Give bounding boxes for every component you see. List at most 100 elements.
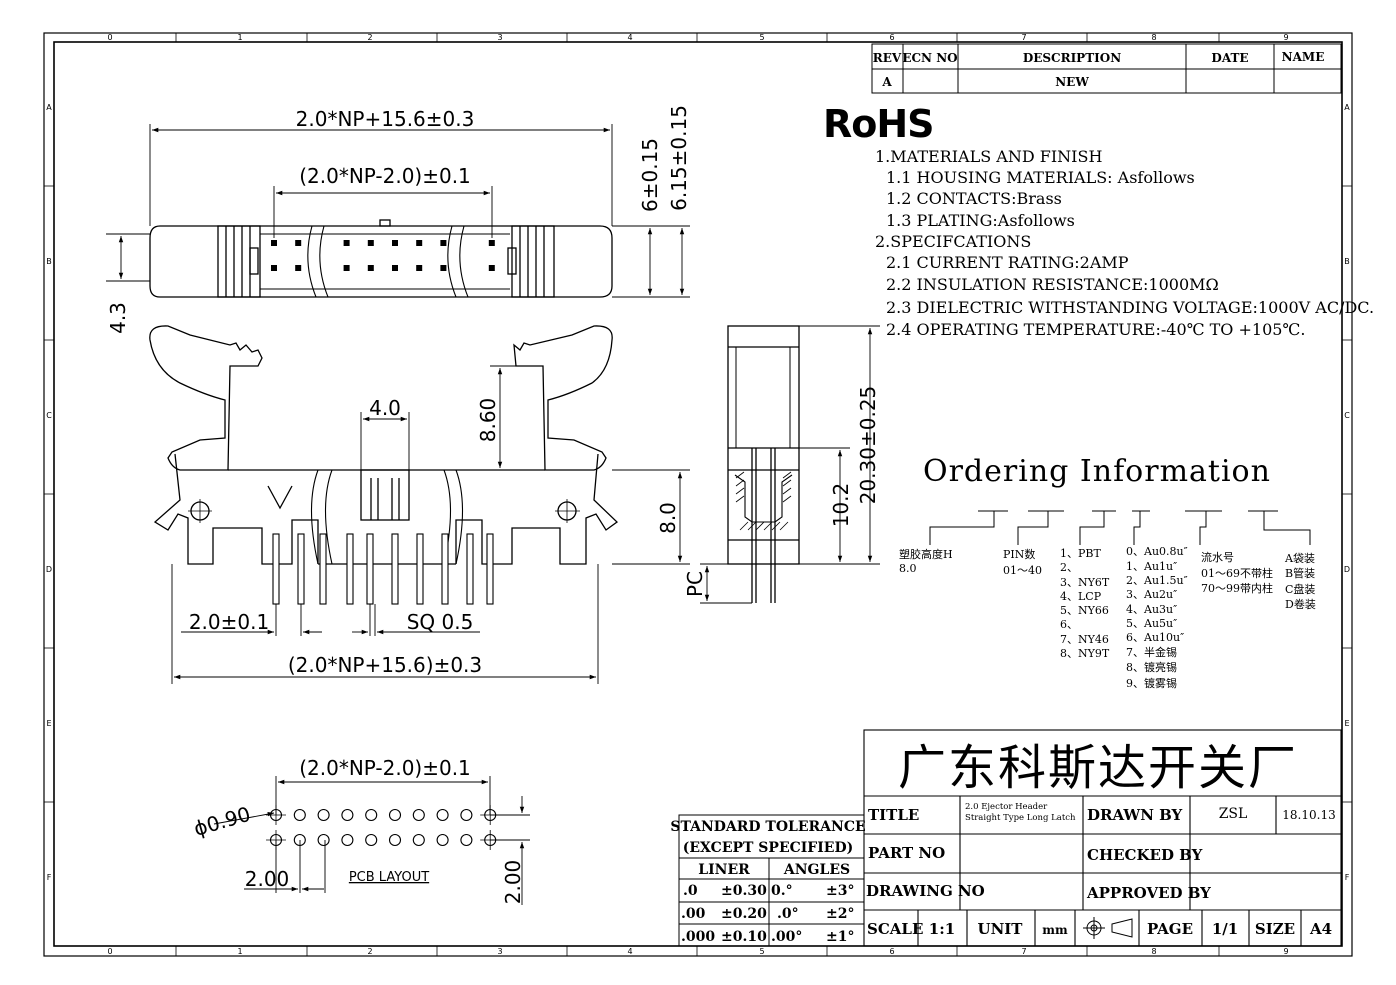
front-pin bbox=[486, 533, 494, 605]
order-col4: 1、Au1u″ bbox=[1126, 560, 1177, 573]
front-pin bbox=[466, 533, 474, 605]
scale-value: 1:1 bbox=[929, 920, 955, 938]
spec-line: 2.1 CURRENT RATING:2AMP bbox=[886, 253, 1129, 272]
description-value: NEW bbox=[1055, 75, 1089, 89]
page-value: 1/1 bbox=[1212, 920, 1238, 938]
frame-row-label: D bbox=[46, 565, 52, 574]
frame-row-label: D bbox=[1344, 565, 1350, 574]
page-label: PAGE bbox=[1147, 920, 1193, 938]
dim-side-total: 20.30±0.25 bbox=[856, 386, 880, 505]
ecn-header: ECN NO bbox=[902, 51, 957, 65]
unit-value: mm bbox=[1042, 923, 1068, 937]
dim-pcb-x: 2.00 bbox=[245, 867, 290, 891]
frame-row-label: E bbox=[1344, 719, 1349, 728]
top-view bbox=[149, 219, 613, 298]
order-col4: 3、Au2u″ bbox=[1126, 588, 1177, 601]
title-label: TITLE bbox=[868, 806, 919, 824]
order-col4: 8、镀亮锡 bbox=[1126, 660, 1177, 674]
tol-cell: .0 bbox=[683, 883, 698, 899]
order-col6: A袋装 bbox=[1284, 551, 1315, 565]
order-col4: 7、半金锡 bbox=[1126, 645, 1177, 659]
rohs-mark: RoHS bbox=[823, 102, 934, 146]
pcb-hole bbox=[412, 833, 425, 847]
dim-pcb-y: 2.00 bbox=[501, 860, 525, 905]
pcb-hole bbox=[460, 833, 473, 847]
tol-cell: .0° bbox=[777, 906, 799, 922]
size-value: A4 bbox=[1309, 920, 1332, 938]
title-line-2: Straight Type Long Latch bbox=[965, 813, 1076, 823]
tol-cell: ±0.10 bbox=[721, 929, 767, 945]
pcb-hole bbox=[412, 808, 425, 822]
frame-row-label: B bbox=[46, 257, 52, 266]
spec-line: 1.1 HOUSING MATERIALS: Asfollows bbox=[886, 168, 1195, 187]
dim-pcb-pitch: (2.0*NP-2.0)±0.1 bbox=[299, 756, 471, 780]
pin-hole bbox=[488, 240, 495, 246]
pin-hole bbox=[343, 265, 350, 271]
order-col1: 塑胶高度H bbox=[899, 547, 953, 561]
company-name: 广东科斯达开关厂 bbox=[898, 740, 1298, 796]
tolerance-table: STANDARD TOLERANCE (EXCEPT SPECIFIED) LI… bbox=[670, 814, 866, 947]
frame-col-label: 5 bbox=[759, 33, 764, 42]
pin-hole bbox=[295, 240, 302, 246]
tol-cell: 0.° bbox=[771, 883, 793, 899]
dim-pin-sq: SQ 0.5 bbox=[407, 610, 474, 634]
dim-side-upper: 10.2 bbox=[829, 483, 853, 528]
pin-hole bbox=[392, 240, 398, 246]
dim-latch-width: 4.0 bbox=[369, 396, 401, 420]
pin-hole bbox=[295, 265, 302, 271]
order-col6: B管装 bbox=[1285, 566, 1315, 580]
unit-label: UNIT bbox=[978, 920, 1024, 938]
order-col4: 9、镀雾锡 bbox=[1126, 676, 1177, 690]
liner-header: LINER bbox=[698, 862, 750, 878]
spec-line: 1.3 PLATING:Asfollows bbox=[886, 211, 1075, 230]
frame-col-label: 2 bbox=[367, 947, 372, 956]
front-pin bbox=[366, 533, 374, 605]
approved-by-label: APPROVED BY bbox=[1086, 884, 1211, 902]
frame-col-label: 0 bbox=[107, 33, 112, 42]
pin-hole bbox=[367, 265, 374, 271]
frame-col-label: 4 bbox=[627, 33, 632, 42]
frame-col-label: 4 bbox=[627, 947, 632, 956]
dim-top-height-a: 6±0.15 bbox=[638, 138, 662, 212]
rev-header: REV bbox=[873, 51, 902, 65]
pcb-hole bbox=[436, 833, 449, 847]
date-header: DATE bbox=[1211, 51, 1248, 65]
frame-col-label: 2 bbox=[367, 33, 372, 42]
order-col3: 4、LCP bbox=[1060, 590, 1102, 603]
tol-cell: ±1° bbox=[826, 929, 854, 945]
spec-line: 2.SPECIFCATIONS bbox=[875, 232, 1031, 251]
frame-col-label: 9 bbox=[1283, 33, 1288, 42]
dim-front-overall: (2.0*NP+15.6)±0.3 bbox=[288, 653, 482, 677]
drawn-by-label: DRAWN BY bbox=[1087, 806, 1183, 824]
order-col3: 6、 bbox=[1060, 618, 1078, 631]
top-view-pin-holes bbox=[271, 240, 495, 271]
frame-col-label: 7 bbox=[1021, 947, 1026, 956]
order-col4: 6、Au10u″ bbox=[1126, 631, 1184, 644]
name-header: NAME bbox=[1282, 50, 1325, 64]
front-pin bbox=[319, 533, 327, 605]
dim-latch-height: 8.60 bbox=[476, 398, 500, 443]
dimension-lines bbox=[106, 124, 880, 905]
front-pin bbox=[441, 533, 449, 605]
dimension-texts: 2.0*NP+15.6±0.3 (2.0*NP-2.0)±0.1 6±0.15 … bbox=[106, 105, 880, 904]
frame-row-label: C bbox=[1344, 411, 1350, 420]
tol-cell: ±0.30 bbox=[721, 883, 767, 899]
frame-col-label: 9 bbox=[1283, 947, 1288, 956]
pcb-hole bbox=[317, 808, 330, 822]
title-block: 广东科斯达开关厂 TITLE PART NO DRAWING NO DRAWN … bbox=[863, 729, 1342, 947]
order-col3: 3、NY6T bbox=[1060, 576, 1110, 589]
pcb-hole bbox=[460, 808, 473, 822]
dim-side-pc: PC bbox=[683, 571, 707, 597]
drawing-no-label: DRAWING NO bbox=[866, 882, 985, 900]
spec-line: 2.2 INSULATION RESISTANCE:1000MΩ bbox=[886, 275, 1219, 294]
spec-line: 1.2 CONTACTS:Brass bbox=[886, 189, 1062, 208]
pcb-hole bbox=[436, 808, 449, 822]
pin-hole bbox=[416, 265, 423, 271]
ordering-information: Ordering Information 塑胶高度H 8.0 PIN数 01～4… bbox=[899, 454, 1316, 690]
order-col6: D卷装 bbox=[1285, 597, 1316, 611]
order-col5: 流水号 bbox=[1201, 550, 1234, 564]
order-col6: C盘装 bbox=[1285, 582, 1315, 596]
